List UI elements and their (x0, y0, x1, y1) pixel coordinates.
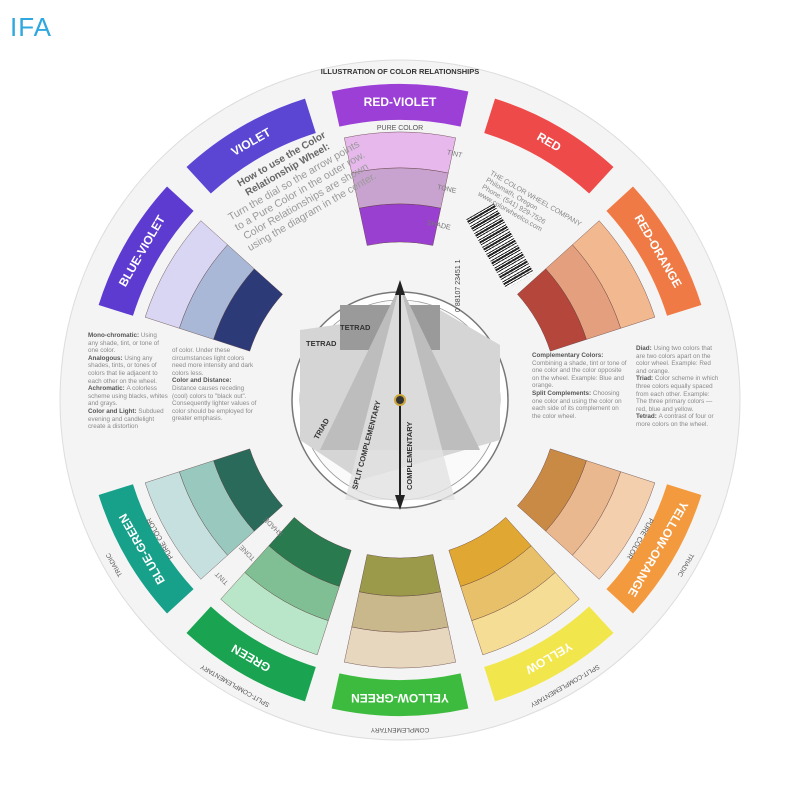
swatch-shade (359, 554, 441, 597)
label-segment-red-violet (331, 83, 469, 127)
tetrad-label: TETRAD (340, 323, 371, 332)
definitions-left-2: of color. Under these circumstances ligh… (172, 347, 257, 423)
label-segment-yellow (484, 606, 614, 702)
label-segment-blue-green (98, 484, 194, 614)
definition: Complementary Colors: Combining a shade,… (532, 352, 627, 390)
definition: Diad: Using two colors that are two colo… (636, 345, 712, 375)
definitions-left: Mono-chromatic: Using any shade, tint, o… (88, 332, 168, 431)
header-title: ILLUSTRATION OF COLOR RELATIONSHIPS (321, 67, 479, 76)
label-segment-yellow-green (331, 673, 469, 716)
swatch-shade (359, 203, 441, 246)
label-segment-green (186, 606, 316, 702)
swatch-shade (213, 448, 283, 532)
definition: Mono-chromatic: Using any shade, tint, o… (88, 332, 160, 355)
definition: Color and Light: Subdued evening and can… (88, 407, 164, 431)
complementary-label: COMPLEMENTARY (370, 726, 429, 733)
definition: Tetrad: A contrast of four or more color… (636, 413, 714, 428)
definition: Analogous: Using any shades, tints, or t… (88, 354, 158, 385)
swatch-tint (344, 626, 456, 669)
label-segment-yellow-orange (606, 484, 702, 614)
swatch-shade (448, 517, 532, 587)
tetrad-label-2: TETRAD (306, 339, 337, 348)
swatch-shade (213, 268, 283, 352)
pure-color-label: PURE COLOR (377, 125, 423, 132)
label-segment-violet (186, 98, 316, 194)
swatch-shade (517, 448, 587, 532)
definition: Triad: Color scheme in which three color… (636, 375, 719, 413)
label-segment-red-orange (606, 186, 702, 316)
scale-word-tint: TINT (446, 149, 463, 159)
barcode-number: 0 88107 23451 1 (455, 259, 462, 312)
label-segment-blue-violet (98, 186, 194, 316)
definition: Achromatic: A colorless scheme using bla… (88, 385, 168, 408)
definition: Split Complements: Choosing one color an… (532, 389, 622, 420)
pivot-icon (394, 394, 406, 406)
scale-word-tone: TONE (436, 184, 457, 195)
swatch-shade (268, 517, 352, 587)
definition: of color. Under these circumstances ligh… (172, 347, 254, 377)
swatch-tone (351, 591, 449, 633)
complementary-center-label: COMPLEMENTARY (405, 422, 414, 490)
arrow-tail-icon (395, 495, 405, 510)
definition: Color and Distance: Distance causes rece… (172, 377, 257, 423)
definitions-right-2: Diad: Using two colors that are two colo… (636, 345, 721, 429)
arrow-head-icon (395, 280, 405, 295)
definitions-right: Complementary Colors: Combining a shade,… (532, 352, 627, 420)
segment-label: RED-VIOLET (364, 95, 437, 109)
swatch-shade (517, 268, 587, 352)
segment-label: YELLOW-GREEN (351, 691, 449, 705)
brand-logo: IFA (10, 12, 53, 42)
label-segment-red (484, 98, 614, 194)
